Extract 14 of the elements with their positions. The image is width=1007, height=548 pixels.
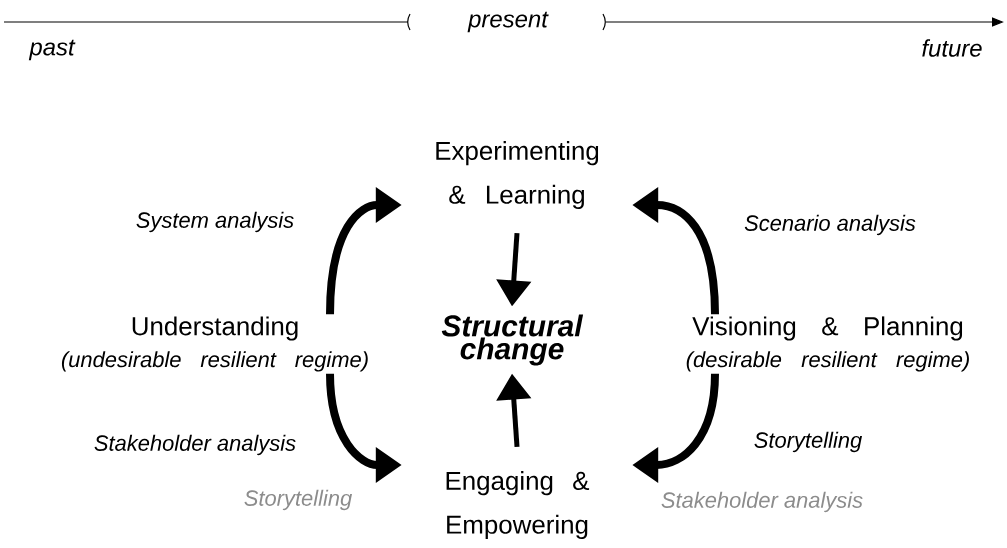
stage-label: Understanding (undesirable resilient regime) bbox=[61, 316, 368, 372]
edge-label: System analysis bbox=[136, 211, 294, 233]
center-label: Structural change bbox=[441, 314, 584, 366]
method-label: Storytelling bbox=[244, 489, 352, 511]
stage-label: Engaging & Empowering bbox=[446, 471, 590, 539]
timeline-label: present bbox=[467, 11, 549, 33]
stage-label: Visioning & Planning (desirable resilient regime) bbox=[686, 316, 969, 372]
edge-label: Storytelling bbox=[754, 431, 862, 453]
timeline-label: future bbox=[922, 39, 982, 57]
edge-label: Scenario analysis bbox=[744, 214, 916, 236]
edge-label: Stakeholder analysis bbox=[94, 434, 296, 456]
method-label: Stakeholder analysis bbox=[661, 491, 863, 513]
stage-label: Experimenting & Learning bbox=[436, 141, 599, 209]
timeline-label: past bbox=[28, 39, 76, 61]
